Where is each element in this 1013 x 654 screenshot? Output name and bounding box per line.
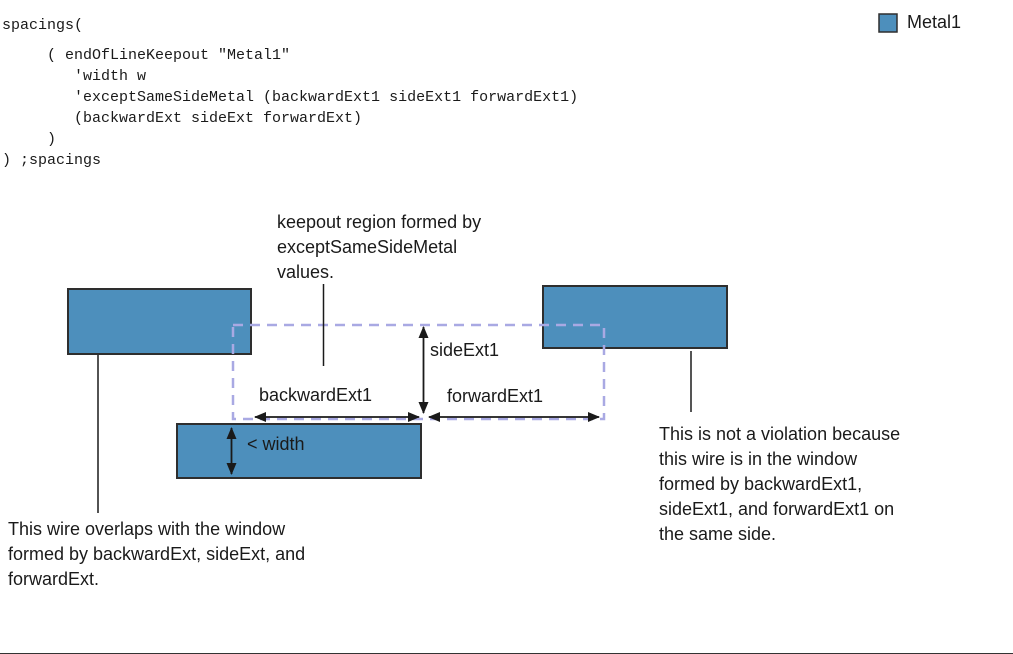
code-line: ( endOfLineKeepout "Metal1" — [2, 47, 291, 64]
width-label: < width — [247, 434, 305, 454]
legend: Metal1 — [878, 12, 961, 33]
legend-label: Metal1 — [907, 12, 962, 32]
right-wire-note: This is not a violation because this wir… — [659, 424, 901, 544]
code-line: ) — [2, 131, 57, 148]
code-line: spacings( — [2, 17, 84, 34]
side-ext1-label: sideExt1 — [430, 340, 500, 360]
right-wire-rect — [542, 285, 728, 349]
keepout-note: keepout region formed by exceptSameSideM… — [277, 212, 482, 282]
middle-wire-rect — [176, 423, 422, 479]
forward-ext1-label: forwardExt1 — [447, 386, 544, 406]
metal1-swatch-rect — [878, 12, 898, 33]
left-wire-note: This wire overlaps with the window forme… — [8, 519, 306, 589]
code-line: 'width w — [2, 68, 147, 85]
metal1-swatch-icon — [878, 12, 898, 33]
code-listing: spacings( ( endOfLineKeepout "Metal1" 'w… — [2, 15, 578, 171]
code-line: 'exceptSameSideMetal (backwardExt1 sideE… — [2, 89, 579, 106]
left-wire-rect — [67, 288, 252, 355]
backward-ext1-label: backwardExt1 — [259, 385, 373, 405]
code-line: ) ;spacings — [2, 152, 102, 169]
code-line: (backwardExt sideExt forwardExt) — [2, 110, 363, 127]
